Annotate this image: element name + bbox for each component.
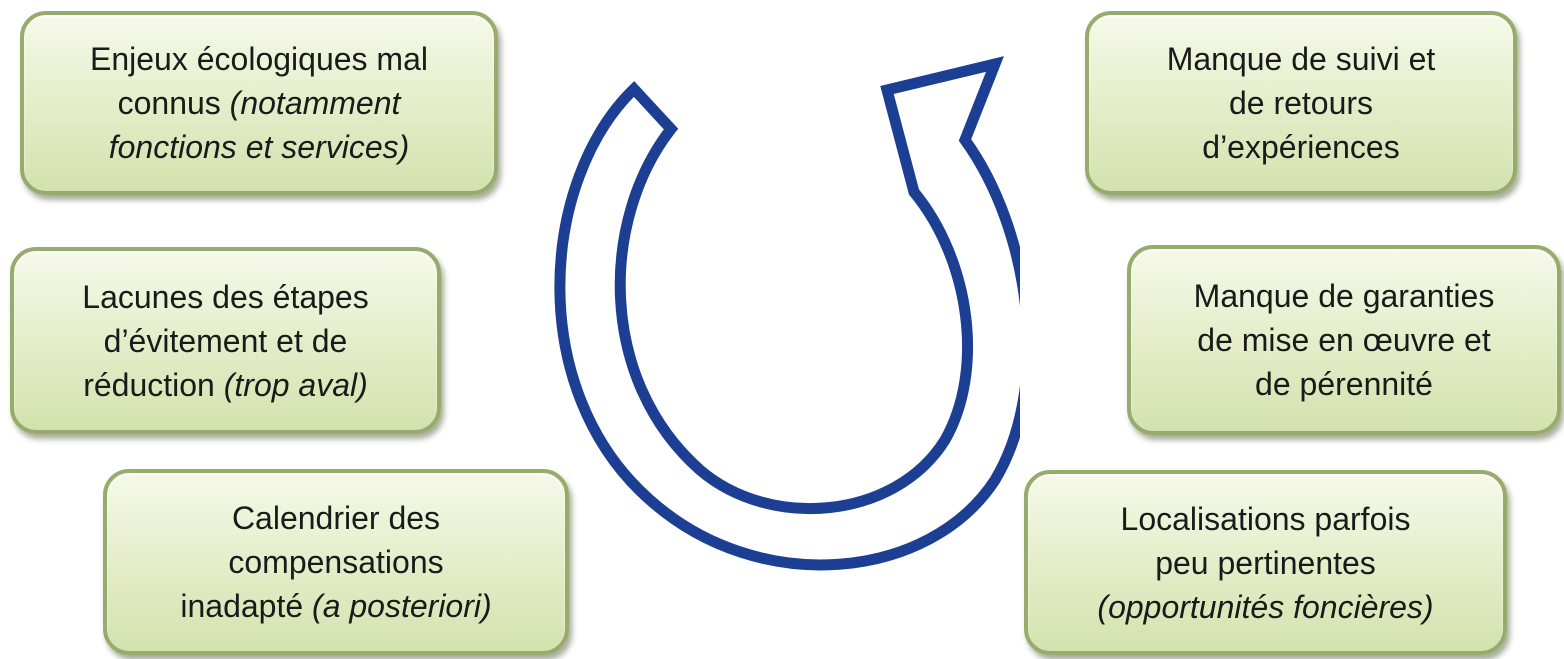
box-text-line: Localisations parfois (1120, 500, 1411, 537)
issue-box-monitoring: Manque de suivi et de retours d’expérien… (1085, 11, 1517, 195)
box-text-line: peu pertinentes (1155, 544, 1376, 581)
issue-box-ecological-stakes: Enjeux écologiques mal connus (notamment… (20, 11, 498, 195)
box-text-plain: inadapté (180, 588, 313, 624)
box-text-line: Enjeux écologiques mal (90, 41, 428, 77)
box-text-italic: (opportunités foncières) (1097, 588, 1434, 625)
box-text-line: d’expériences (1202, 129, 1400, 165)
box-text-italic: (trop aval) (223, 366, 368, 403)
box-text-line: (opportunités foncières) (1097, 585, 1433, 629)
issue-box-avoidance-gaps: Lacunes des étapes d’évitement et de réd… (10, 247, 441, 434)
box-text-line: fonctions et services) (109, 125, 410, 169)
box-text-line: inadapté (a posteriori) (180, 584, 491, 628)
box-text-italic: (notamment (229, 85, 401, 121)
box-text-plain: connus (117, 85, 230, 121)
box-text-line: Manque de garanties (1193, 278, 1495, 314)
box-text-line: Calendrier des (231, 500, 441, 536)
box-text-line: Lacunes des étapes (82, 278, 369, 315)
issue-box-guarantees: Manque de garanties de mise en œuvre et … (1127, 245, 1561, 435)
box-text-italic: (a posteriori) (312, 588, 492, 624)
box-text-line: connus (notamment (118, 81, 401, 125)
box-text-plain: réduction (83, 366, 224, 403)
box-text-line: de retours (1228, 85, 1374, 121)
box-text-line: Manque de suivi et (1166, 41, 1436, 77)
box-text-line: compensations (228, 544, 444, 580)
box-text-italic: fonctions et services) (108, 129, 410, 165)
box-text-line: réduction (trop aval) (83, 363, 368, 407)
bird-photo (628, 140, 918, 480)
box-text-line: de mise en œuvre et (1197, 322, 1491, 358)
issue-box-calendar: Calendrier des compensations inadapté (a… (103, 469, 569, 655)
issue-box-locations: Localisations parfois peu pertinentes (o… (1024, 470, 1507, 655)
box-text-line: de pérennité (1255, 366, 1433, 402)
box-text-line: d’évitement et de (103, 322, 348, 359)
